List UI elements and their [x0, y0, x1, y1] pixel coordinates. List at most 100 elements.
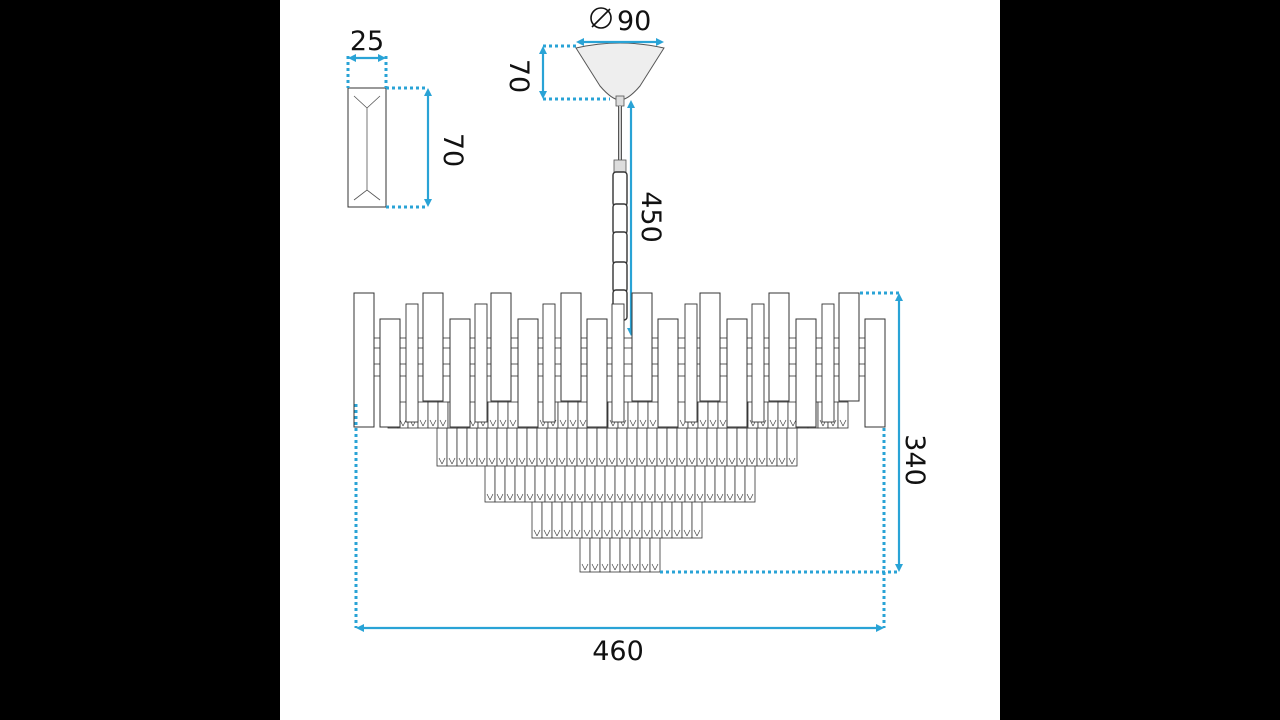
tier-crystal: [656, 427, 668, 467]
crystal-facet: [606, 493, 611, 501]
crystal-facet: [486, 493, 491, 501]
crystal-facet: [546, 493, 551, 501]
tier-crystal: [661, 499, 673, 539]
crystal-facet: [689, 493, 694, 501]
crystal-facet: [709, 419, 714, 427]
tier-crystal: [664, 463, 676, 503]
letterbox-left: [0, 0, 280, 720]
crystal-facet: [649, 493, 654, 501]
crystal-facet: [624, 563, 629, 571]
tier-crystal: [506, 427, 518, 467]
crystal-facet: [712, 419, 717, 427]
front-crystal: [631, 292, 653, 402]
tier-crystal: [707, 401, 719, 429]
crystal-facet: [402, 419, 407, 427]
tier-crystal: [487, 401, 499, 429]
crystal-facet: [566, 493, 571, 501]
crystal-facet: [558, 457, 563, 465]
crystal-facet: [749, 419, 754, 427]
crystal-facet: [686, 529, 691, 537]
crystal-facet: [598, 457, 603, 465]
tier-crystal: [626, 427, 638, 467]
front-crystal: [699, 292, 721, 402]
crystal-facet: [606, 529, 611, 537]
chain-length-dimension: 450: [627, 100, 666, 336]
crystal-facet: [438, 457, 443, 465]
tier-crystal: [504, 463, 516, 503]
crystal-facet: [631, 457, 636, 465]
crystal-facet: [593, 529, 598, 537]
crystal-facet: [506, 493, 511, 501]
crystal-facet: [683, 529, 688, 537]
tier-crystal: [627, 401, 639, 429]
crystal-facet: [578, 457, 583, 465]
crystal-facet: [669, 493, 674, 501]
tier-crystal: [446, 427, 458, 467]
tier-crystal: [716, 427, 728, 467]
tier-crystal: [651, 499, 663, 539]
front-crystal: [726, 318, 748, 428]
crystal-facet: [642, 419, 647, 427]
crystal-facet: [548, 457, 553, 465]
crystal-facet: [716, 493, 721, 501]
crystal-facet: [471, 457, 476, 465]
crystal-facet: [616, 529, 621, 537]
back-crystal: [611, 303, 625, 423]
letterbox-right: [1000, 0, 1280, 720]
tier-crystal: [574, 463, 586, 503]
crystal-facet: [492, 419, 497, 427]
tier-crystal: [556, 427, 568, 467]
back-crystal: [821, 303, 835, 423]
crystal-facet: [758, 457, 763, 465]
crystal-facet: [693, 529, 698, 537]
crystal-facet: [651, 563, 656, 571]
tier-crystal: [557, 401, 569, 429]
tier-crystal: [466, 427, 478, 467]
crystal-facet: [679, 493, 684, 501]
crystal-facet: [539, 419, 544, 427]
crystal-facet: [489, 493, 494, 501]
crystal-facet: [679, 419, 684, 427]
crystal-facet: [661, 457, 666, 465]
tier-crystal: [604, 463, 616, 503]
crystal-width-dimension: 25: [346, 26, 388, 88]
tier-crystal: [744, 463, 756, 503]
crystal-facet: [559, 419, 564, 427]
crystal-facet: [629, 419, 634, 427]
tier-crystal: [596, 427, 608, 467]
chandelier-diagram: 25 70 90 70: [346, 6, 930, 667]
tier-crystal: [599, 533, 611, 573]
crystal-facet: [646, 529, 651, 537]
suspension-chain: [612, 95, 628, 321]
crystal-facet: [579, 493, 584, 501]
crystal-facet: [576, 493, 581, 501]
tier-crystal: [746, 427, 758, 467]
crystal-facet: [589, 493, 594, 501]
tier-crystal: [536, 427, 548, 467]
crystal-facet: [751, 457, 756, 465]
crystal-facet: [671, 457, 676, 465]
crystal-facet: [611, 457, 616, 465]
tier-crystal: [417, 401, 429, 429]
crystal-facet: [529, 493, 534, 501]
tier-crystal: [584, 463, 596, 503]
crystal-facet: [638, 457, 643, 465]
crystal-facet: [601, 457, 606, 465]
crystal-facet: [509, 493, 514, 501]
crystal-facet: [741, 457, 746, 465]
canopy-height-label: 70: [503, 59, 534, 93]
crystal-facet: [709, 493, 714, 501]
tier-crystal: [586, 427, 598, 467]
tier-crystal: [637, 401, 649, 429]
crystal-facet: [511, 457, 516, 465]
crystal-facet: [566, 529, 571, 537]
crystal-width-label: 25: [350, 26, 384, 57]
crystal-facet: [543, 529, 548, 537]
tier-crystal: [567, 401, 579, 429]
tier-crystal: [639, 533, 651, 573]
crystal-facet: [562, 419, 567, 427]
crystal-facet: [719, 419, 724, 427]
canopy-height-dimension: 70: [503, 44, 610, 101]
crystal-facet: [516, 493, 521, 501]
crystal-facet: [432, 419, 437, 427]
